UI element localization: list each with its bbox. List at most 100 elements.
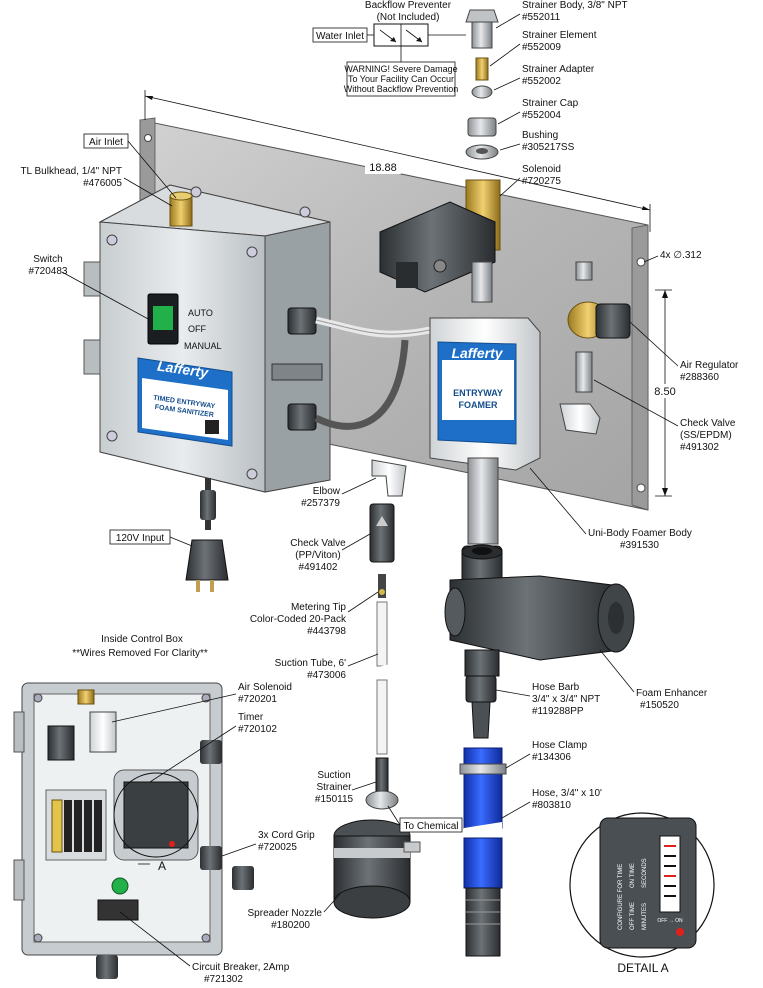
suction-tube: [374, 601, 390, 755]
callout-elbow-1: Elbow: [313, 486, 341, 497]
callout-check-valve-pp-1: Check Valve: [290, 538, 346, 549]
callout-bushing-1: Bushing: [522, 130, 558, 141]
callout-suction-strainer-2: Strainer: [316, 782, 352, 793]
callout-check-valve-pp-2: (PP/Viton): [295, 550, 340, 561]
callout-tl-bulkhead-2: #476005: [83, 178, 122, 189]
hose-clamp-shape: [459, 763, 507, 775]
callout-suction-strainer-3: #150115: [315, 794, 354, 805]
callout-bushing-2: #305217SS: [522, 142, 575, 153]
callout-uni-body-1: Uni-Body Foamer Body: [588, 528, 692, 539]
switch-auto-label: AUTO: [188, 308, 213, 318]
callout-backflow-2: (Not Included): [377, 12, 440, 23]
timer-switch-label: OFF → ON: [657, 918, 683, 924]
callout-air-solenoid-2: #720201: [238, 694, 277, 705]
strainer-body: [465, 9, 499, 49]
callout-inside-box-1: Inside Control Box: [101, 634, 183, 645]
callout-warning-2: To Your Facility Can Occur: [348, 74, 454, 84]
callout-hose-barb-2: 3/4" x 3/4" NPT: [532, 694, 600, 705]
callout-hose-barb-3: #119288PP: [532, 706, 584, 717]
callout-cord-grip-1: 3x Cord Grip: [258, 830, 315, 841]
callout-air-inlet: Air Inlet: [89, 137, 123, 148]
callout-strainer-body-2: #552011: [522, 12, 561, 23]
callout-hose-1: Hose, 3/4" x 10': [532, 788, 602, 799]
callout-warning-3: Without Backflow Prevention: [344, 84, 459, 94]
callout-strainer-element-2: #552009: [522, 42, 561, 53]
timer-col2a: OFF TIME: [630, 902, 636, 930]
callout-strainer-element-1: Strainer Element: [522, 30, 597, 41]
air-regulator: [567, 261, 631, 339]
callout-check-valve-ss-2: (SS/EPDM): [680, 430, 732, 441]
timer-col2b: ON TIME: [630, 863, 636, 888]
callout-uni-body-2: #391530: [620, 540, 659, 551]
control-box: AUTO OFF MANUAL Lafferty TIMED ENTRYWAY …: [83, 184, 331, 493]
callout-cord-grip-2: #720025: [258, 842, 297, 853]
callout-switch-2: #720483: [29, 266, 68, 277]
hose: [459, 747, 507, 957]
check-valve-pp: [369, 503, 395, 563]
dimension-width: 18.88: [144, 90, 651, 232]
callout-elbow-2: #257379: [301, 498, 340, 509]
foamer-label-line2: FOAMER: [459, 400, 498, 410]
solenoid: [379, 179, 501, 303]
dimension-width-label: 18.88: [369, 162, 397, 174]
callout-strainer-cap-1: Strainer Cap: [522, 98, 579, 109]
foamer-brand: Lafferty: [451, 345, 503, 361]
callout-foam-enhancer-1: Foam Enhancer: [636, 688, 708, 699]
callout-suction-strainer-1: Suction: [317, 770, 350, 781]
callout-strainer-adapter-2: #552002: [522, 76, 561, 87]
detail-a-marker: A: [158, 859, 166, 873]
strainer-adapter: [471, 85, 493, 99]
callout-strainer-adapter-1: Strainer Adapter: [522, 64, 595, 75]
callout-foam-enhancer-2: #150520: [640, 700, 679, 711]
callout-timer-2: #720102: [238, 724, 277, 735]
callout-warning-1: WARNING! Severe Damage: [344, 64, 457, 74]
callout-strainer-body-1: Strainer Body, 3/8" NPT: [522, 0, 628, 11]
callout-tl-bulkhead-1: TL Bulkhead, 1/4" NPT: [20, 166, 122, 177]
metering-tip: [378, 574, 386, 598]
callout-circuit-breaker-1: Circuit Breaker, 2Amp: [192, 962, 290, 973]
dimension-height-label: 8.50: [654, 386, 675, 398]
spreader-nozzle: [333, 819, 421, 919]
timer-col3a: MINUTES: [642, 903, 648, 930]
callout-hose-clamp-2: #134306: [532, 752, 571, 763]
dimension-height: 8.50: [650, 289, 680, 497]
bushing: [465, 144, 499, 160]
switch-manual-label: MANUAL: [184, 341, 222, 351]
callout-solenoid-1: Solenoid: [522, 164, 561, 175]
hose-barb: [465, 675, 497, 739]
callout-circuit-breaker-2: #721302: [204, 974, 243, 985]
detail-a-title: DETAIL A: [617, 961, 668, 975]
callout-to-chemical: To Chemical: [403, 821, 458, 832]
detail-a: CONFIGURE FOR TIME OFF TIME ON TIME MINU…: [569, 812, 715, 975]
callout-check-valve-pp-3: #491402: [299, 562, 338, 573]
control-box-brand: Lafferty: [156, 358, 210, 381]
power-cord: [185, 478, 229, 592]
tl-bulkhead: [169, 191, 193, 227]
callout-air-solenoid-1: Air Solenoid: [238, 682, 292, 693]
callout-check-valve-ss-3: #491302: [680, 442, 719, 453]
callout-backflow-1: Backflow Preventer: [365, 0, 452, 11]
callout-hose-barb-1: Hose Barb: [532, 682, 580, 693]
elbow: [371, 459, 407, 497]
callout-hose-2: #803810: [532, 800, 571, 811]
callout-air-regulator-1: Air Regulator: [680, 360, 739, 371]
callout-strainer-cap-2: #552004: [522, 110, 561, 121]
callout-solenoid-2: #720275: [522, 176, 561, 187]
callout-metering-tip-1: Metering Tip: [291, 602, 346, 613]
callout-water-inlet: Water Inlet: [316, 31, 364, 42]
callout-hose-clamp-1: Hose Clamp: [532, 740, 587, 751]
backflow-preventer: [373, 23, 466, 62]
callout-metering-tip-3: #443798: [307, 626, 346, 637]
strainer-element: [475, 57, 489, 81]
callout-hole-dim: 4x ∅.312: [660, 250, 702, 261]
foamer-label-line1: ENTRYWAY: [453, 388, 503, 398]
timer-col1: CONFIGURE FOR TIME: [618, 864, 624, 930]
switch-off-label: OFF: [188, 324, 206, 334]
callout-spreader-nozzle-2: #180200: [271, 920, 310, 931]
strainer-cap: [467, 117, 497, 137]
callout-suction-tube-1: Suction Tube, 6': [275, 658, 346, 669]
callout-check-valve-ss-1: Check Valve: [680, 418, 736, 429]
qr-code: [205, 420, 219, 434]
suction-strainer: [365, 757, 399, 810]
